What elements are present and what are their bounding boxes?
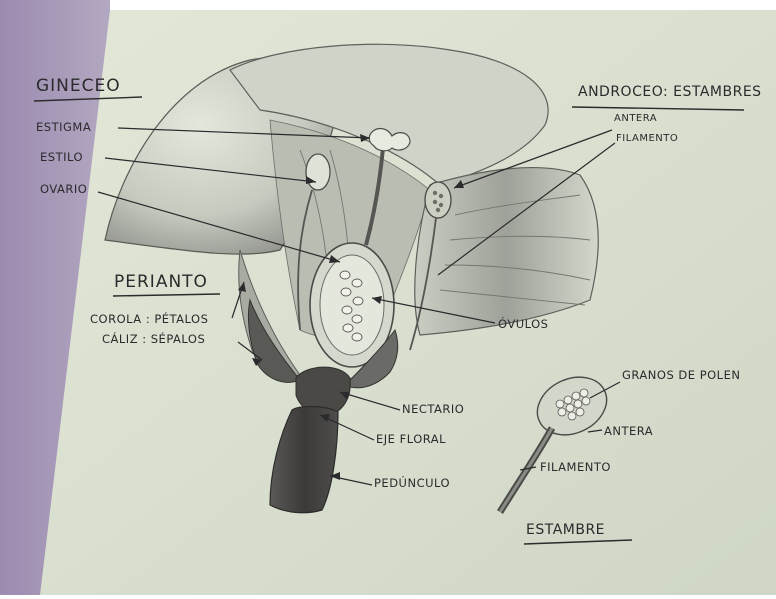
- label-perianto: PERIANTO: [114, 272, 208, 292]
- page-top-border: [0, 0, 776, 10]
- label-caliz-sepalos: CÁLIZ : SÉPALOS: [102, 332, 205, 346]
- label-estilo: ESTILO: [40, 150, 83, 164]
- label-nectario: NECTARIO: [402, 402, 464, 416]
- right-anther: [425, 182, 451, 218]
- label-androceo: ANDROCEO: ESTAMBRES: [578, 84, 762, 100]
- label-ovario: OVARIO: [40, 182, 87, 196]
- label-pedunculo: PEDÚNCULO: [374, 476, 450, 490]
- label-gineceo: GINECEO: [36, 76, 121, 96]
- label-estigma: ESTIGMA: [36, 120, 91, 134]
- left-anther: [306, 154, 330, 190]
- label-estambre: ESTAMBRE: [526, 522, 605, 538]
- label-granos-de-polen: GRANOS DE POLEN: [622, 368, 740, 382]
- ovary-inner: [320, 255, 384, 355]
- label-filamento-detalle: FILAMENTO: [540, 460, 611, 474]
- label-corola-petalos: COROLA : PÉTALOS: [90, 312, 208, 326]
- label-antera-detalle: ANTERA: [604, 424, 653, 438]
- label-ovulos: ÓVULOS: [498, 317, 548, 331]
- label-filamento: FILAMENTO: [616, 133, 678, 144]
- label-antera: ANTERA: [614, 113, 657, 124]
- label-eje-floral: EJE FLORAL: [376, 432, 446, 446]
